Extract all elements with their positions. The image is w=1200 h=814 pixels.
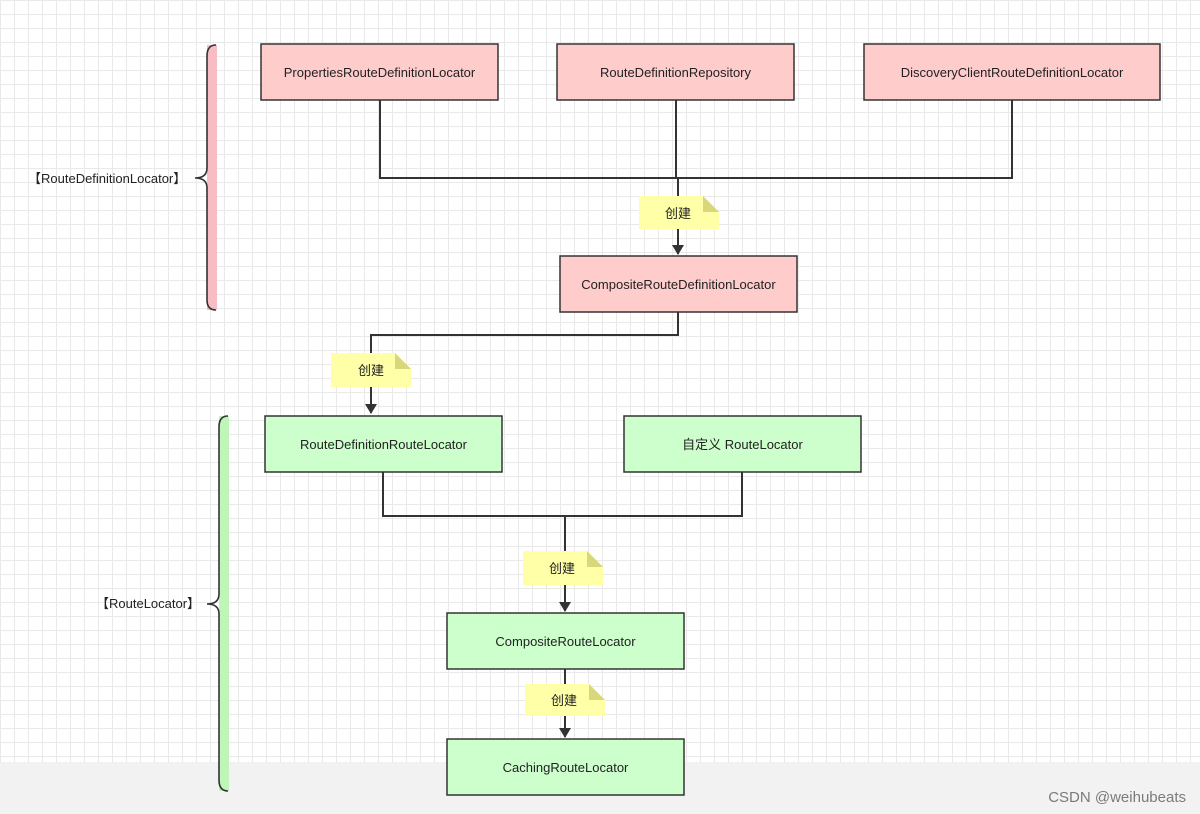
svg-text:创建: 创建 xyxy=(549,561,575,576)
group-label-route-definition-locator: 【RouteDefinitionLocator】 xyxy=(28,171,186,186)
svg-text:CompositeRouteLocator: CompositeRouteLocator xyxy=(495,634,636,649)
svg-text:创建: 创建 xyxy=(551,693,577,708)
connector-sources-top xyxy=(379,100,1013,179)
bracket-route-definition-locator xyxy=(194,44,217,311)
arrow-to-rdrl xyxy=(365,312,679,414)
svg-text:创建: 创建 xyxy=(358,363,384,378)
svg-text:RouteDefinitionRouteLocator: RouteDefinitionRouteLocator xyxy=(300,437,468,452)
connector-locators xyxy=(382,472,743,517)
node-composite-route-locator: CompositeRouteLocator xyxy=(446,612,685,670)
node-properties-rdl: PropertiesRouteDefinitionLocator xyxy=(260,43,499,101)
node-caching-route-locator: CachingRouteLocator xyxy=(446,738,685,796)
svg-text:RouteDefinitionRepository: RouteDefinitionRepository xyxy=(600,65,752,80)
node-discovery-client-rdl: DiscoveryClientRouteDefinitionLocator xyxy=(863,43,1161,101)
group-label-route-locator: 【RouteLocator】 xyxy=(96,596,200,611)
watermark: CSDN @weihubeats xyxy=(1048,789,1186,806)
svg-text:CachingRouteLocator: CachingRouteLocator xyxy=(503,760,629,775)
node-composite-rdl: CompositeRouteDefinitionLocator xyxy=(559,255,798,313)
node-route-definition-repository: RouteDefinitionRepository xyxy=(556,43,795,101)
svg-text:CompositeRouteDefinitionLocato: CompositeRouteDefinitionLocator xyxy=(581,277,776,292)
note-create-1: 创建 xyxy=(639,196,719,229)
node-route-definition-route-locator: RouteDefinitionRouteLocator xyxy=(264,415,503,473)
note-create-4: 创建 xyxy=(525,684,605,716)
note-create-3: 创建 xyxy=(523,551,603,585)
svg-text:自定义 RouteLocator: 自定义 RouteLocator xyxy=(682,437,803,452)
note-create-2: 创建 xyxy=(331,353,411,387)
node-custom-route-locator: 自定义 RouteLocator xyxy=(623,415,862,473)
svg-text:创建: 创建 xyxy=(665,206,691,221)
svg-text:DiscoveryClientRouteDefinition: DiscoveryClientRouteDefinitionLocator xyxy=(901,65,1124,80)
bracket-route-locator xyxy=(206,415,229,792)
svg-text:PropertiesRouteDefinitionLocat: PropertiesRouteDefinitionLocator xyxy=(284,65,476,80)
